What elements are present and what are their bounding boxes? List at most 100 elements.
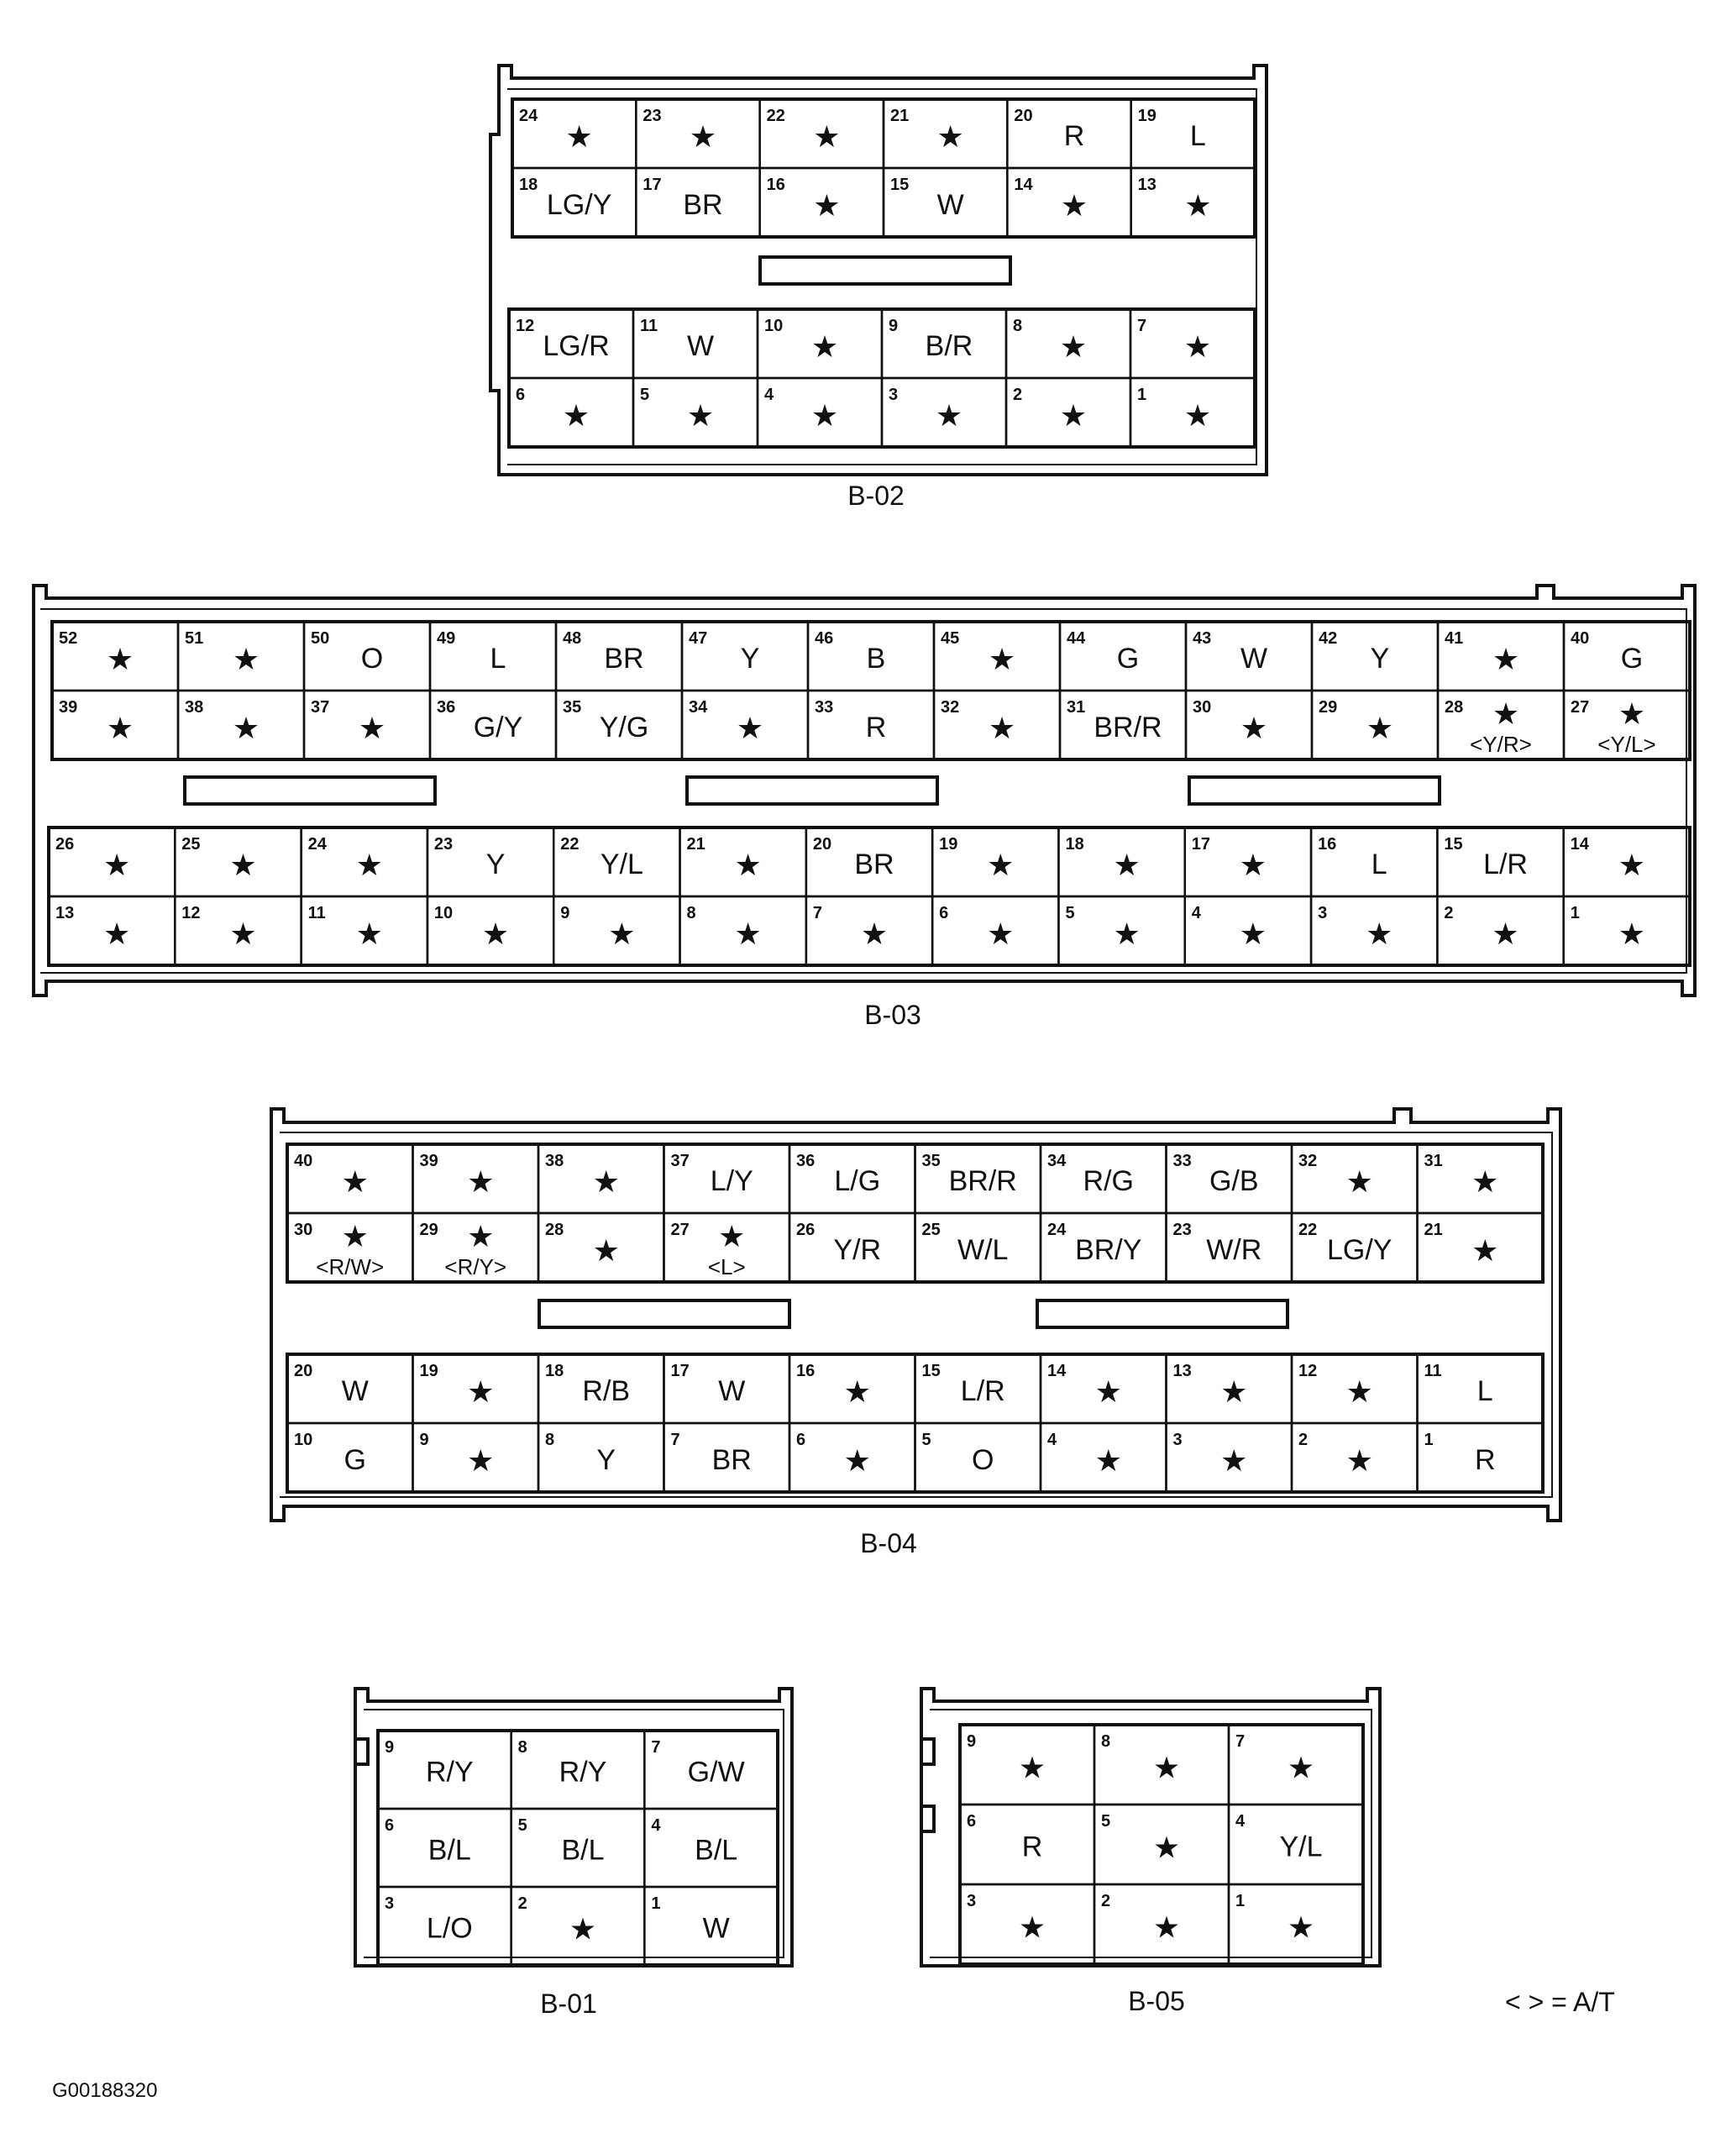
pin-number: 22 [560,835,579,854]
pin-number: 11 [1424,1362,1442,1380]
pin-wire-color: L/R [961,1375,1005,1407]
pin-cell [1416,1211,1545,1284]
pin-star-icon: ★ [813,119,840,154]
connector-label-b05: B-05 [1128,1986,1185,2016]
pin-number: 29 [1319,698,1337,717]
pin-number: 5 [1101,1812,1110,1831]
connector-shell [270,1107,1562,1522]
pin-star-icon: ★ [229,917,256,951]
pin-star-icon: ★ [1184,398,1211,433]
pin-number: 7 [671,1431,680,1449]
pin-number: 23 [642,107,661,125]
pin-number: 52 [59,629,77,648]
pin-number: 2 [1444,904,1453,922]
pin-number: 35 [563,698,581,717]
pin-number: 7 [651,1738,660,1757]
connector-notch [921,1737,936,1766]
pin-number: 20 [813,835,831,854]
pin-number: 22 [1298,1221,1317,1239]
connector-shell [32,584,1697,997]
pin-number: 16 [1318,835,1336,854]
pin-number: 16 [796,1362,815,1380]
pin-wire-color: LG/Y [1327,1234,1392,1266]
pin-number: 1 [1424,1431,1434,1449]
locking-slot [1188,775,1441,806]
pin-number: 35 [922,1152,941,1170]
pin-number: 37 [311,698,329,717]
pin-number: 3 [385,1894,394,1913]
pin-star-icon: ★ [467,1164,494,1199]
pin-star-icon: ★ [1492,696,1519,731]
pin-number: 1 [1137,386,1146,404]
pin-wire-color: R [1022,1831,1043,1863]
pin-wire-color: BR/R [949,1165,1017,1197]
pin-star-icon: ★ [937,119,964,154]
pin-star-icon: ★ [1492,642,1519,676]
pin-star-icon: ★ [811,398,838,433]
pin-number: 17 [1192,835,1210,854]
pin-number: 25 [922,1221,941,1239]
pin-star-icon: ★ [987,917,1014,951]
pin-star-icon: ★ [735,917,762,951]
pin-wire-color: G/Y [474,712,523,743]
locking-slot [183,775,437,806]
pin-star-icon: ★ [861,917,888,951]
pin-cell [643,1885,779,1967]
pin-number: 24 [308,835,328,854]
pin-number: 8 [687,904,696,922]
pin-number: 4 [1192,904,1202,922]
pin-star-icon: ★ [1240,917,1267,951]
pin-number: 33 [815,698,833,717]
pin-wire-color: Y/G [600,712,649,743]
pin-star-icon: ★ [569,1912,596,1946]
pin-star-icon: ★ [1618,696,1645,731]
pin-wire-color: L/O [427,1913,473,1945]
pin-number: 36 [437,698,455,717]
pin-wire-color: BR [854,848,894,880]
pin-wire-color: W/R [1206,1234,1261,1266]
pin-number: 4 [1235,1812,1246,1831]
pin-star-icon: ★ [608,917,635,951]
connector-notch [355,1737,370,1766]
pin-at-wire-color: <Y/L> [1597,732,1655,757]
connector-shell-inner [930,1709,1372,1958]
pin-number: 21 [687,835,705,854]
pin-wire-color: W [342,1375,369,1407]
connector-label-b02: B-02 [847,481,905,511]
pin-number: 40 [294,1152,312,1170]
pin-number: 5 [1065,904,1074,922]
pin-number: 34 [689,698,708,717]
pin-wire-color: BR [683,189,722,221]
pin-star-icon: ★ [987,848,1014,882]
pin-star-icon: ★ [233,711,260,745]
pin-wire-color: B [867,643,886,675]
pin-at-wire-color: <L> [708,1254,746,1279]
pin-number: 2 [1013,386,1022,404]
pin-number: 40 [1571,629,1589,648]
pin-number: 23 [1173,1221,1192,1239]
pin-number: 23 [434,835,453,854]
pin-star-icon: ★ [1471,1233,1498,1268]
pin-wire-color: L/R [1483,848,1528,880]
pin-number: 28 [1445,698,1463,717]
pin-number: 32 [941,698,959,717]
pin-number: 3 [1318,904,1327,922]
pin-star-icon: ★ [1471,1164,1498,1199]
pin-number: 9 [560,904,569,922]
pin-number: 33 [1173,1152,1192,1170]
pin-number: 34 [1047,1152,1067,1170]
pin-wire-color: L/Y [711,1165,753,1197]
pin-number: 18 [1065,835,1083,854]
connector-label-b01: B-01 [540,1989,597,2019]
pin-number: 15 [1444,835,1462,854]
pin-wire-color: G/W [688,1757,745,1789]
pin-number: 6 [796,1431,805,1449]
pin-wire-color: Y [486,848,506,880]
pin-number: 50 [311,629,329,648]
locking-slot [1036,1299,1289,1329]
pin-number: 9 [420,1431,429,1449]
pin-number: 7 [1137,317,1146,335]
pin-number: 26 [55,835,74,854]
pin-star-icon: ★ [1366,711,1393,745]
pin-star-icon: ★ [690,119,716,154]
